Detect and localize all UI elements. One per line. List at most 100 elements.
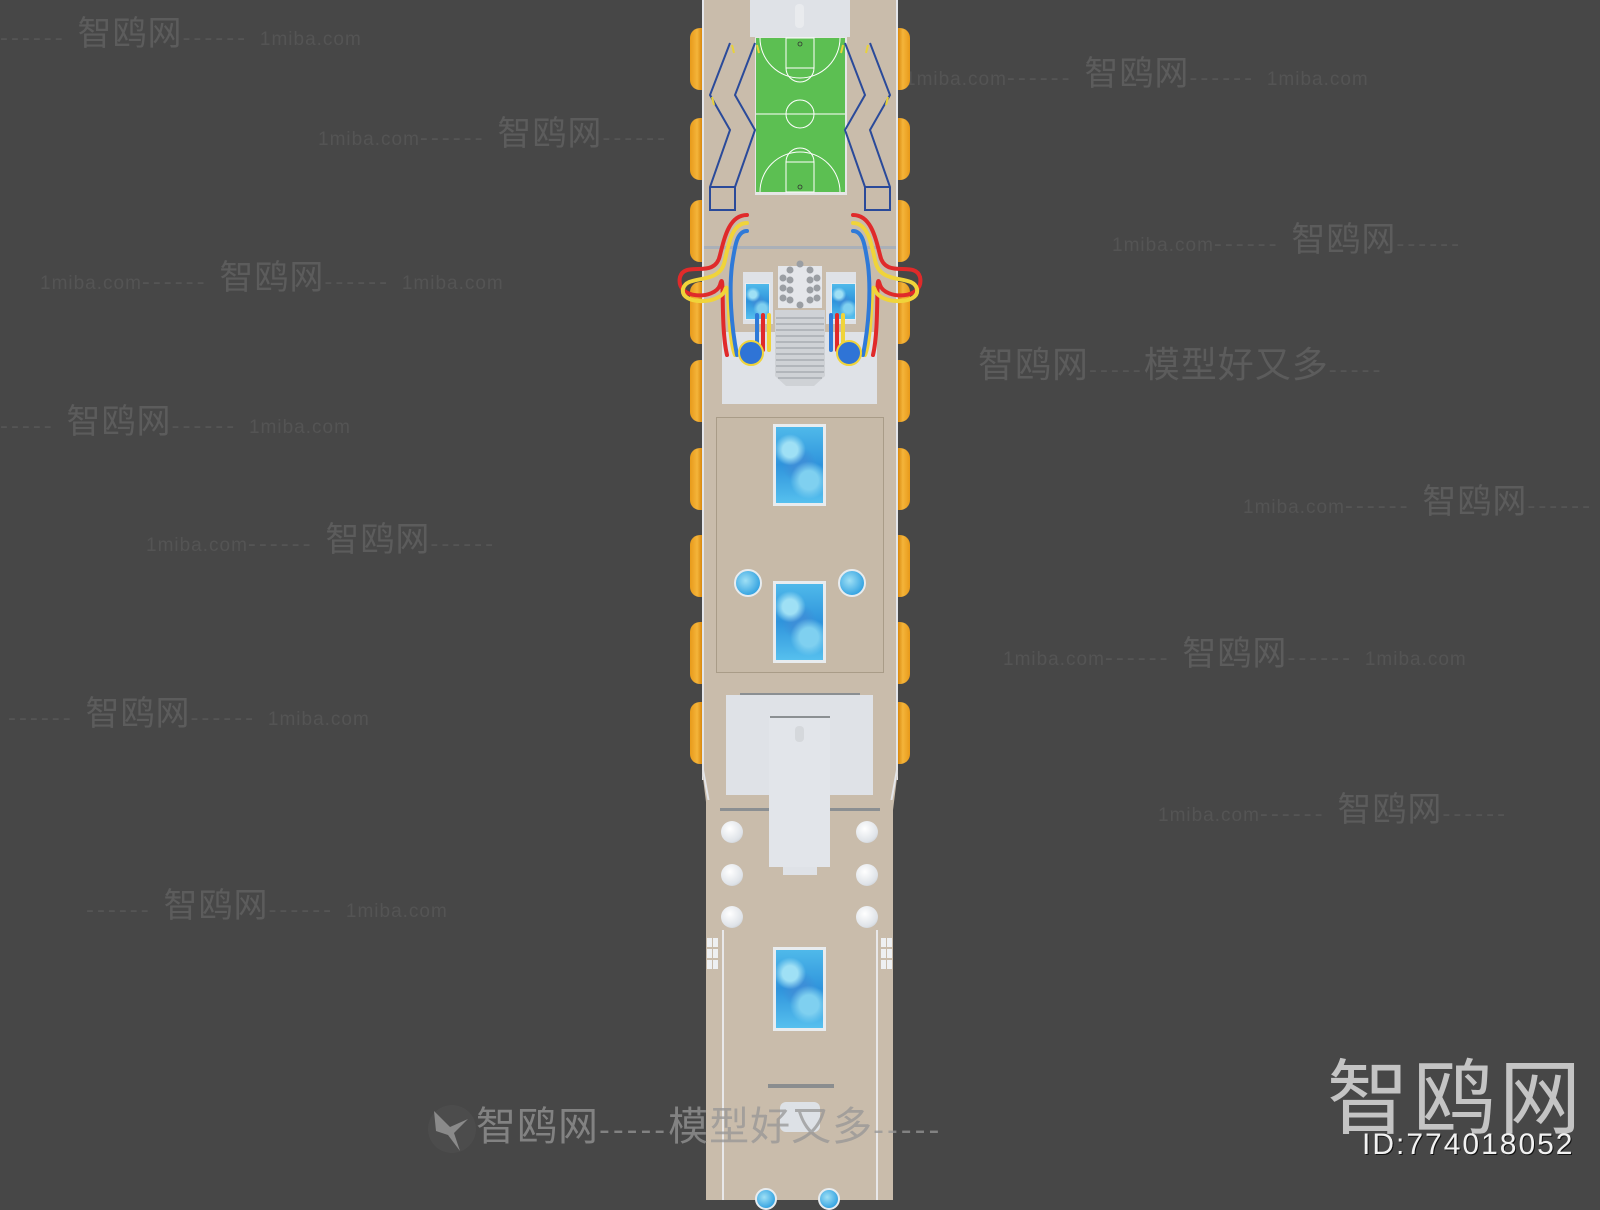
bird-logo-icon [428, 1105, 476, 1153]
watermark-dashes: ------ [1259, 802, 1326, 827]
watermark-dashes: ------ [141, 270, 208, 295]
watermark-dashes: ----- [1089, 358, 1144, 383]
watermark-dashes: ------ [268, 898, 335, 923]
watermark-url: 1miba.com [1158, 805, 1260, 826]
watermark-dashes: ------ [1527, 494, 1594, 519]
pool-1 [773, 424, 826, 506]
watermark-dashes: ------ [86, 898, 152, 923]
watermark-url: 1miba.com [1364, 649, 1467, 670]
basketball-court [755, 37, 847, 195]
lifeboat [690, 448, 702, 510]
dome [856, 906, 878, 928]
watermark-row: 1miba.com------ 智鸥网------ 1miba.com [40, 250, 504, 299]
watermark-dashes: ------ [1396, 232, 1463, 257]
watermark-row: ------ 智鸥网------ 1miba.com [0, 6, 362, 55]
railing [876, 930, 878, 1200]
watermark-slogan-row: 智鸥网-----模型好又多----- [428, 1094, 942, 1153]
watermark-row: 1miba.com------ 智鸥网------ [318, 106, 668, 155]
watermark-dashes: ------ [324, 270, 391, 295]
watermark-brand: 智鸥网 [497, 114, 603, 154]
watermark-dashes: ------ [1104, 646, 1171, 671]
watermark-dashes: ------ [602, 126, 669, 151]
dome [856, 864, 878, 886]
deck-bar [768, 1084, 834, 1088]
zigzag-walkways [708, 42, 892, 211]
deck-divider [704, 246, 896, 249]
brand-logo: 智鸥网 [1327, 1052, 1586, 1147]
dome [721, 906, 743, 928]
dome [721, 864, 743, 886]
lifeboat [690, 702, 702, 764]
aft-stem [769, 717, 830, 867]
lifeboat [898, 282, 910, 344]
funnel [795, 4, 804, 28]
watermark-url: 1miba.com [1112, 235, 1214, 256]
railing [722, 930, 724, 1200]
watermark-url: 1miba.com [267, 709, 370, 730]
watermark-url: 1miba.com [1266, 69, 1369, 90]
watermark-dashes: ------ [182, 26, 249, 51]
aft-funnel [795, 726, 804, 742]
watermark-dashes: ----- [0, 414, 55, 439]
watermark-brand: 智鸥网 [163, 886, 269, 926]
hot-tub [755, 1188, 777, 1210]
lifeboat [690, 28, 702, 90]
watermark-brand: 智鸥网 [1422, 482, 1528, 522]
watermark-row: 1miba.com------ 智鸥网------ [146, 512, 496, 561]
hot-tub-left [734, 569, 762, 597]
watermark-dashes: ------ [1213, 232, 1280, 257]
lifeboat [690, 535, 702, 597]
central-tower [775, 260, 825, 386]
watermark-brand: 智鸥网 [1291, 220, 1397, 260]
watermark-dashes: ------ [1287, 646, 1354, 671]
watermark-url: 1miba.com [905, 69, 1007, 90]
watermark-dashes: ----- [873, 1113, 943, 1148]
watermark-brand: 智鸥网 [1337, 790, 1443, 830]
watermark-dashes: ----- [599, 1113, 669, 1148]
lifeboat [690, 360, 702, 422]
watermark-row: 1miba.com------ 智鸥网------ [1112, 212, 1462, 261]
lifeboat [898, 622, 910, 684]
lifeboat [898, 702, 910, 764]
watermark-brand: 智鸥网 [325, 520, 431, 560]
lifeboat [898, 200, 910, 262]
watermark-brand: 智鸥网 [85, 694, 191, 734]
watermark-dashes: ------ [1006, 66, 1073, 91]
watermark-brand: 智鸥网 [1182, 634, 1288, 674]
watermark-brand: 智鸥网 [1084, 54, 1190, 94]
watermark-row: ------ 智鸥网------ 1miba.com [8, 686, 370, 735]
lifeboat [898, 535, 910, 597]
watermark-dashes: ------ [8, 706, 74, 731]
watermark-row: ------ 智鸥网------ 1miba.com [86, 878, 448, 927]
watermark-brand: 智鸥网 [77, 14, 183, 54]
watermark-url: 1miba.com [401, 273, 504, 294]
watermark-dashes: ------ [1189, 66, 1256, 91]
aft-edge [740, 693, 860, 695]
hot-tub [818, 1188, 840, 1210]
watermark-dashes: ------ [0, 26, 66, 51]
watermark-dashes: ------ [1442, 802, 1509, 827]
stem-tab [783, 867, 817, 875]
hot-tub-right [838, 569, 866, 597]
dome [856, 821, 878, 843]
watermark-url: 1miba.com [318, 129, 420, 150]
pool-2 [773, 581, 826, 663]
watermark-brand: 智鸥网 [476, 1104, 599, 1150]
lifeboat [898, 360, 910, 422]
dome [721, 821, 743, 843]
watermark-url: 1miba.com [40, 273, 142, 294]
lifeboat [898, 118, 910, 180]
watermark-dashes: ------ [1344, 494, 1411, 519]
watermark-row: 1miba.com------ 智鸥网------ 1miba.com [905, 46, 1369, 95]
deck-fixture [780, 1102, 820, 1132]
side-windows-right [881, 938, 892, 969]
stem-edge [770, 716, 830, 718]
watermark-row: 1miba.com------ 智鸥网------ [1243, 474, 1593, 523]
water-slides [677, 213, 923, 366]
watermark-url: 1miba.com [146, 535, 248, 556]
lifeboat [690, 200, 702, 262]
watermark-url: 1miba.com [1243, 497, 1345, 518]
lifeboat [898, 448, 910, 510]
watermark-brand: 智鸥网 [66, 402, 172, 442]
